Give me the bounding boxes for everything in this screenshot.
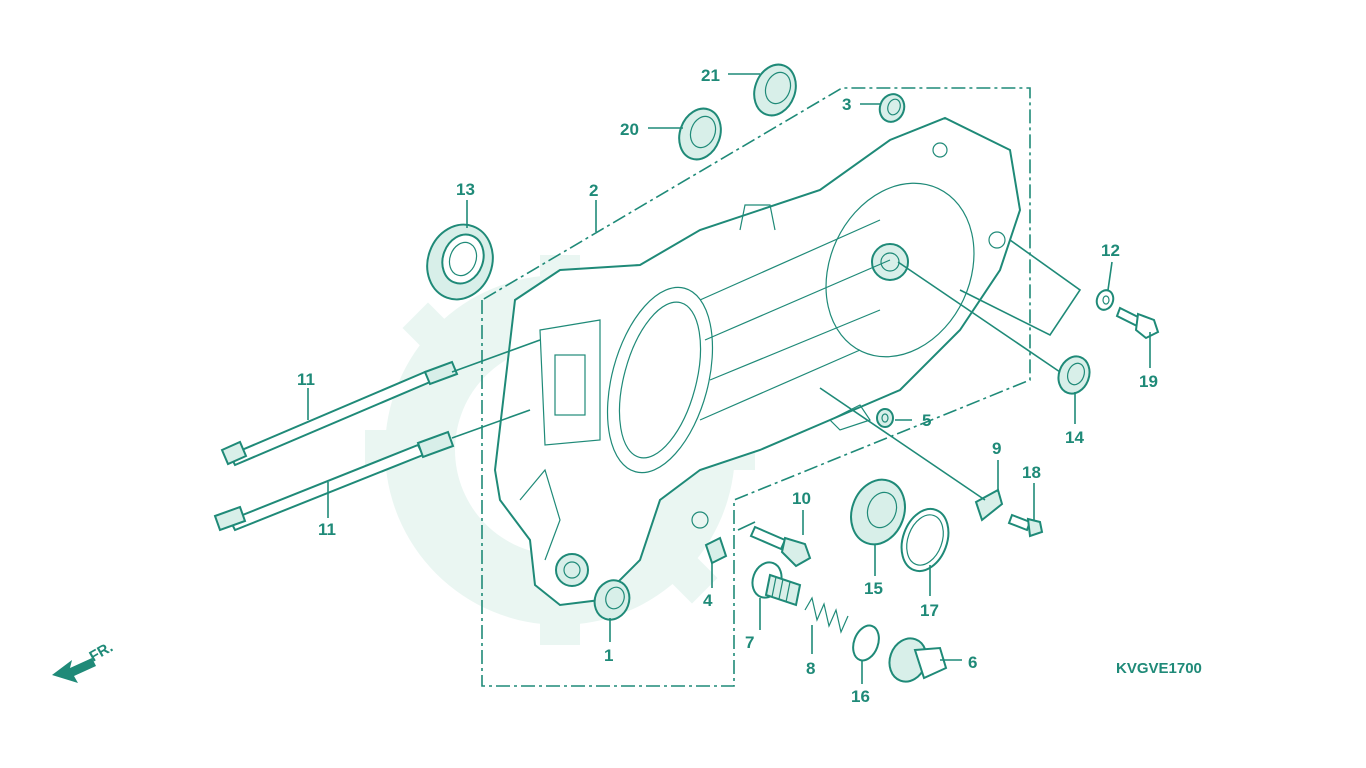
- part-18-bolt: [1007, 513, 1044, 538]
- leader-lines: [307, 73, 1151, 684]
- part-12-washer: [1095, 289, 1115, 311]
- part-9-setting-plate: [974, 488, 1004, 522]
- callout-4: 4: [703, 591, 713, 610]
- callout-3: 3: [842, 95, 851, 114]
- callout-9: 9: [992, 439, 1001, 458]
- part-11-stud-lower: [213, 430, 455, 532]
- callout-13: 13: [456, 180, 475, 199]
- callout-16: 16: [851, 687, 870, 706]
- part-10-drain-bolt: [749, 525, 812, 568]
- part-17-circlip: [900, 508, 950, 572]
- part-20-bearing: [678, 107, 722, 161]
- part-5-dowel: [876, 408, 894, 428]
- callout-11-upper: 11: [297, 370, 315, 389]
- callout-20: 20: [620, 120, 639, 139]
- callout-12: 12: [1101, 241, 1120, 260]
- front-direction-arrow: FR.: [52, 639, 116, 683]
- part-8-spring: [804, 596, 849, 634]
- callout-6: 6: [968, 653, 977, 672]
- diagram-code: KVGVE1700: [1116, 660, 1202, 677]
- callout-10: 10: [792, 489, 811, 508]
- callout-5: 5: [922, 411, 931, 430]
- callout-15: 15: [864, 579, 883, 598]
- callout-11-lower: 11: [318, 520, 336, 539]
- part-14-oil-seal: [1057, 355, 1091, 395]
- callout-8: 8: [806, 659, 815, 678]
- part-15-oil-seal: [850, 478, 906, 546]
- callout-21: 21: [701, 66, 720, 85]
- callout-2: 2: [589, 181, 598, 200]
- callout-14: 14: [1065, 428, 1084, 447]
- part-6-drain-plug: [888, 637, 948, 683]
- part-19-bolt: [1115, 306, 1160, 340]
- part-13-oil-seal: [426, 223, 494, 301]
- part-11-stud-upper: [220, 360, 459, 467]
- part-21-bearing: [753, 63, 797, 117]
- part-16-o-ring: [852, 624, 880, 662]
- part-7-strainer-screen: [751, 561, 802, 607]
- callout-labels: 1 2 3 4 5 6 7 8 9 10 11 11 12 13 14 15 1…: [297, 66, 1158, 706]
- callout-17: 17: [920, 601, 939, 620]
- part-1-bearing: [593, 579, 631, 621]
- callout-19: 19: [1139, 372, 1158, 391]
- callout-7: 7: [745, 633, 754, 652]
- callout-1: 1: [604, 646, 613, 665]
- callout-18: 18: [1022, 463, 1041, 482]
- assembly-outline: [481, 87, 1031, 687]
- crankcase-body: [493, 116, 1022, 607]
- part-4-dowel: [704, 536, 728, 565]
- part-3-needle-bearing: [878, 93, 906, 123]
